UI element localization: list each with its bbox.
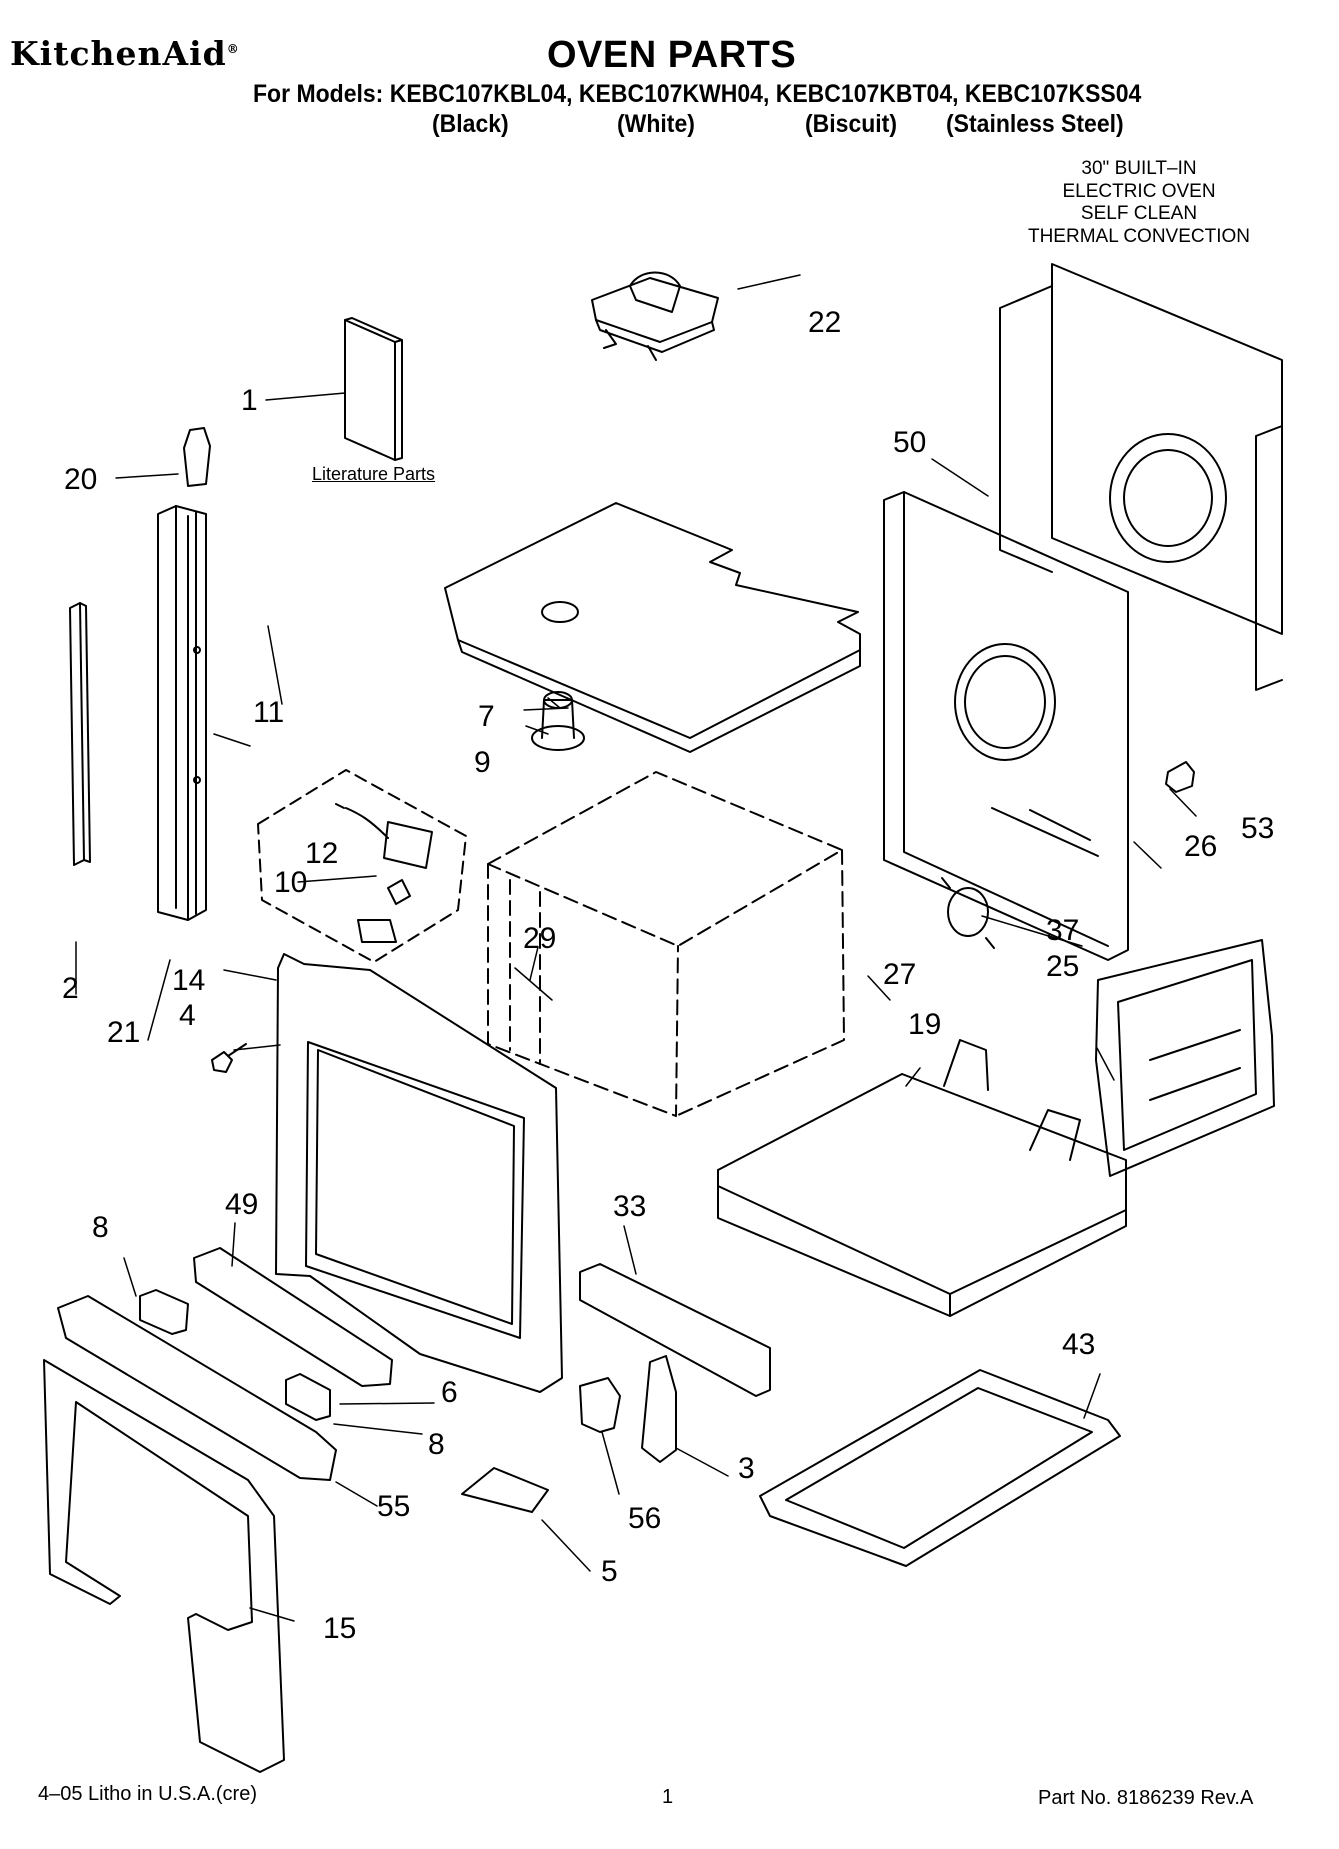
callout-19: 19 xyxy=(908,1008,942,1041)
callout-43: 43 xyxy=(1062,1328,1096,1361)
callout-14: 14 xyxy=(172,964,206,997)
callout-20: 20 xyxy=(64,463,98,496)
part-27-oven-cavity xyxy=(488,772,844,1116)
part-19-bottom-panel xyxy=(718,1040,1126,1316)
callout-11: 11 xyxy=(253,696,285,729)
callout-56: 56 xyxy=(628,1502,662,1535)
part-15-door-gasket xyxy=(44,1360,284,1772)
callout-53: 53 xyxy=(1241,812,1275,845)
page-title: OVEN PARTS xyxy=(547,34,797,76)
part-5-plate xyxy=(462,1468,548,1512)
callout-27: 27 xyxy=(883,958,917,991)
callout-9: 9 xyxy=(474,746,491,779)
models-line: For Models: KEBC107KBL04, KEBC107KWH04, … xyxy=(253,80,1142,108)
part-49-bracket xyxy=(194,1248,392,1386)
footer-part-number: Part No. 8186239 Rev.A xyxy=(1038,1787,1254,1809)
callout-37: 37 xyxy=(1046,914,1080,947)
callout-26: 26 xyxy=(1184,830,1218,863)
part-4-screw xyxy=(212,1044,246,1072)
callout-6: 6 xyxy=(441,1376,458,1409)
callout-8b: 8 xyxy=(428,1428,445,1461)
part-20-clip xyxy=(184,428,210,486)
callout-22: 22 xyxy=(808,306,842,339)
literature-parts-label: Literature Parts xyxy=(312,464,436,484)
oven-desc-4: THERMAL CONVECTION xyxy=(1027,226,1251,247)
callout-7: 7 xyxy=(478,700,495,733)
part-14-front-frame xyxy=(276,954,562,1392)
callout-33: 33 xyxy=(613,1190,647,1223)
oven-desc-1: 30" BUILT–IN xyxy=(1081,158,1197,179)
leader-lines xyxy=(76,275,1196,1621)
color-black: (Black) xyxy=(432,110,509,138)
part-33-rail xyxy=(580,1264,770,1396)
part-10-lens xyxy=(358,920,396,942)
brand-logo: KitchenAid® xyxy=(10,34,240,73)
callout-29: 29 xyxy=(523,922,557,955)
callout-1: 1 xyxy=(241,384,258,417)
part-3-bracket xyxy=(642,1356,676,1462)
part-50-rear-panel xyxy=(1000,264,1282,690)
footer-litho: 4–05 Litho in U.S.A.(cre) xyxy=(38,1783,257,1805)
part-55-vent-trim xyxy=(58,1296,336,1480)
part-22-relay-bracket xyxy=(592,273,718,361)
part-25-side-panel xyxy=(1096,940,1274,1176)
callout-15: 15 xyxy=(323,1612,357,1645)
part-1-literature xyxy=(345,318,402,460)
part-8-block-b xyxy=(286,1374,330,1420)
callout-8a: 8 xyxy=(92,1211,109,1244)
part-37-thermostat xyxy=(942,878,994,948)
part-43-oven-rack xyxy=(760,1370,1120,1566)
part-11-light-assembly xyxy=(258,770,466,962)
part-53-bracket xyxy=(1166,762,1194,792)
part-7-top-panel xyxy=(445,503,860,752)
callout-10: 10 xyxy=(274,866,308,899)
callout-49: 49 xyxy=(225,1188,259,1221)
callout-2: 2 xyxy=(62,972,79,1005)
part-9-fan-motor xyxy=(532,692,584,750)
callout-21: 21 xyxy=(107,1016,141,1049)
callout-4: 4 xyxy=(179,999,196,1032)
callout-25: 25 xyxy=(1046,950,1080,983)
color-white: (White) xyxy=(617,110,695,138)
callout-50: 50 xyxy=(893,426,927,459)
callout-12: 12 xyxy=(305,837,339,870)
footer-page-number: 1 xyxy=(662,1786,674,1808)
callout-55: 55 xyxy=(377,1490,411,1523)
color-stainless: (Stainless Steel) xyxy=(946,110,1124,138)
color-biscuit: (Biscuit) xyxy=(805,110,897,138)
callout-5: 5 xyxy=(601,1555,618,1588)
part-2-strip xyxy=(70,603,90,865)
part-56-bracket xyxy=(580,1378,620,1432)
oven-desc-2: ELECTRIC OVEN xyxy=(1062,181,1216,202)
callout-3: 3 xyxy=(738,1452,755,1485)
part-8-block-a xyxy=(140,1290,188,1334)
part-21-side-trim xyxy=(158,506,206,920)
part-26-inner-back xyxy=(884,492,1128,960)
part-12-bulb xyxy=(388,880,410,904)
oven-desc-3: SELF CLEAN xyxy=(1080,203,1198,224)
